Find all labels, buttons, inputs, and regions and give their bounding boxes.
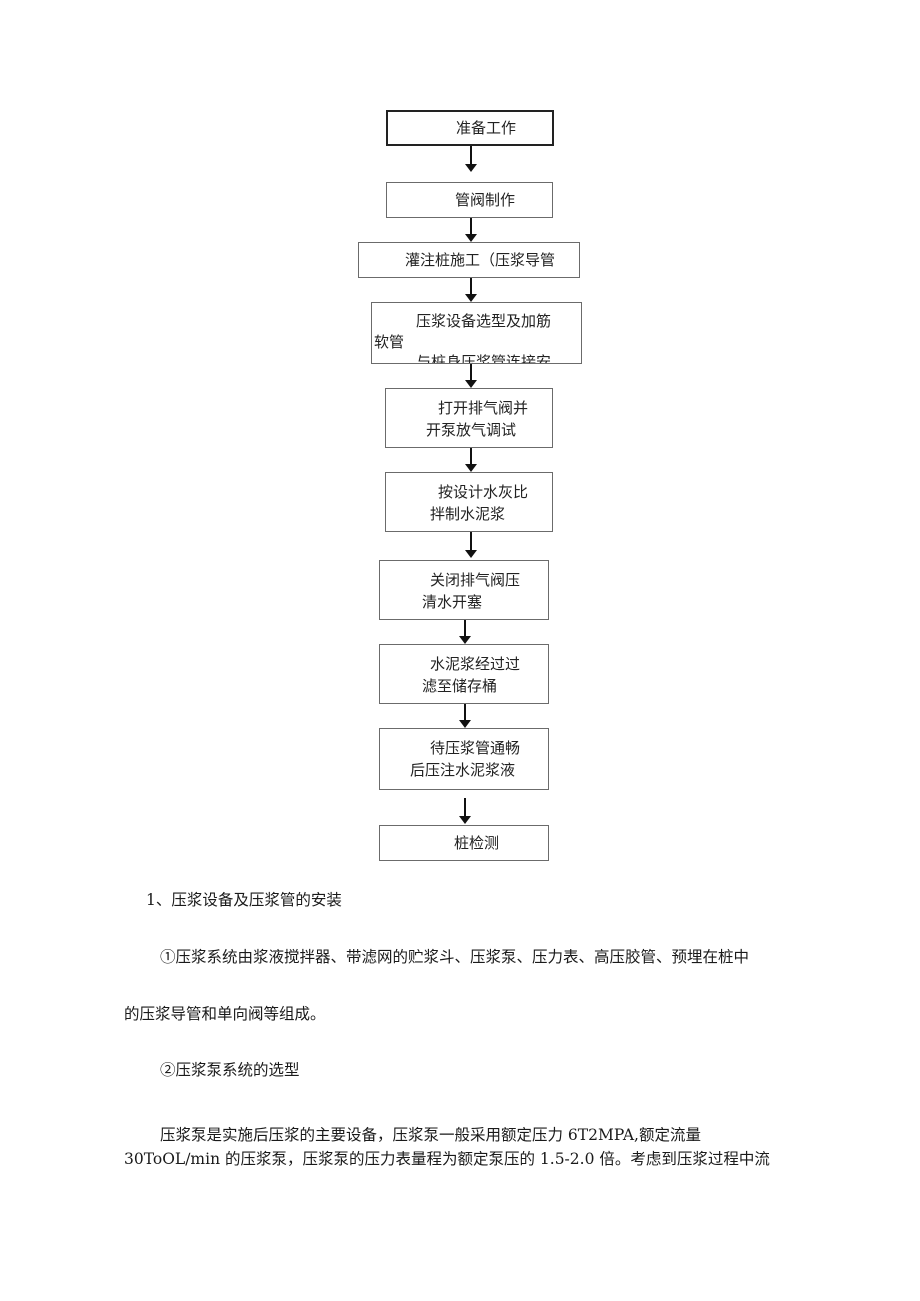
flow-arrow (465, 448, 477, 472)
flow-step-label: 后压注水泥浆液 (410, 761, 516, 779)
flow-step-label: 灌注桩施工（压浆导管 (405, 251, 556, 269)
flow-step-label: 按设计水灰比 (438, 483, 529, 501)
flow-arrow (459, 798, 471, 824)
flow-step-pile-test: 桩检测 (379, 825, 549, 861)
flow-step-label: 压浆设备选型及加筋 (416, 312, 552, 330)
flow-arrow (459, 704, 471, 728)
flow-step-prepare: 准备工作 (386, 110, 554, 146)
flow-arrow (465, 532, 477, 558)
flow-step-label: 水泥浆经过过 (430, 655, 521, 673)
paragraph-1-line-1: ①压浆系统由浆液搅拌器、带滤网的贮浆斗、压浆泵、压力表、高压胶管、预埋在桩中 (160, 948, 750, 966)
flow-step-label: 桩检测 (454, 834, 500, 852)
flow-arrow (465, 146, 477, 172)
paragraph-2: ②压浆泵系统的选型 (160, 1061, 300, 1079)
paragraph-1-line-2: 的压浆导管和单向阀等组成。 (124, 1005, 326, 1023)
flow-step-close-vent: 关闭排气阀压 清水开塞 (379, 560, 549, 620)
flow-arrow (465, 364, 477, 388)
flow-arrow (459, 620, 471, 644)
paragraph-3-line-2: 30ToOL∕min 的压浆泵，压浆泵的压力表量程为额定泵压的 1.5-2.0 … (124, 1150, 770, 1168)
paragraph-3-line-1: 压浆泵是实施后压浆的主要设备，压浆泵一般采用额定压力 6T2MPA,额定流量 (160, 1126, 701, 1144)
flow-step-label: 待压浆管通畅 (430, 739, 521, 757)
flow-step-valve-making: 管阀制作 (386, 182, 553, 218)
flow-step-label: 滤至储存桶 (422, 677, 498, 695)
flow-step-label: 管阀制作 (455, 191, 516, 209)
flow-step-inject-slurry: 待压浆管通畅 后压注水泥浆液 (379, 728, 549, 790)
flow-step-label: 准备工作 (456, 119, 517, 137)
flow-step-label: 开泵放气调试 (426, 421, 517, 439)
flow-arrow (465, 218, 477, 242)
section-heading: 1、压浆设备及压浆管的安装 (146, 891, 342, 909)
flow-step-label: 软管 (374, 333, 405, 351)
flow-step-pile-casting: 灌注桩施工（压浆导管 (358, 242, 580, 278)
flow-step-label: 与桩身压浆管连接安 (416, 353, 552, 364)
flow-step-label: 关闭排气阀压 (430, 571, 521, 589)
flow-step-open-vent: 打开排气阀并 开泵放气调试 (385, 388, 553, 448)
flow-step-label: 拌制水泥浆 (430, 505, 506, 523)
flow-step-label: 清水开塞 (422, 593, 483, 611)
flow-step-filter-slurry: 水泥浆经过过 滤至储存桶 (379, 644, 549, 704)
flow-step-equipment-selection: 压浆设备选型及加筋 软管 与桩身压浆管连接安 (371, 302, 582, 364)
flow-step-label: 打开排气阀并 (438, 399, 529, 417)
flow-step-mix-slurry: 按设计水灰比 拌制水泥浆 (385, 472, 553, 532)
flow-arrow (465, 278, 477, 302)
